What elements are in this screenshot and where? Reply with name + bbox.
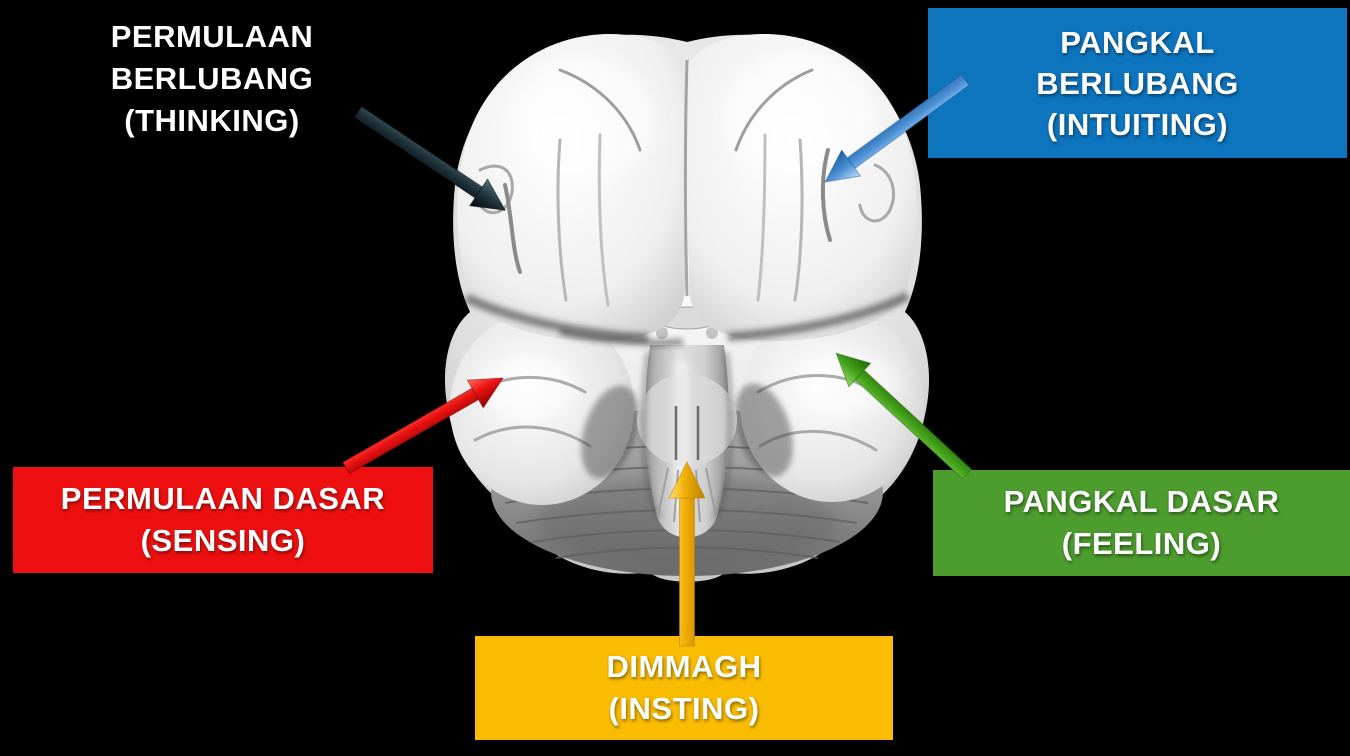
lateral-fissures	[464, 291, 910, 346]
label-feeling: PANGKAL DASAR (FEELING)	[933, 470, 1350, 576]
brain-silhouette	[444, 34, 930, 582]
frontal-lobe-right	[687, 33, 917, 341]
label-sensing-line2: (SENSING)	[140, 523, 306, 558]
label-sensing: PERMULAAN DASAR (SENSING)	[13, 467, 433, 573]
brainstem	[637, 345, 737, 538]
frontal-gyri	[478, 68, 895, 307]
arrows	[342, 74, 973, 647]
label-feeling-line1: PANGKAL DASAR	[1003, 484, 1280, 519]
temporal-lobe-right	[740, 308, 924, 502]
label-insting-line2: (INSTING)	[608, 691, 760, 726]
sensing-arrow	[342, 377, 505, 475]
label-thinking-line3: (THINKING)	[124, 103, 300, 138]
label-insting-line1: DIMMAGH	[606, 649, 762, 684]
cerebellum	[491, 408, 883, 576]
label-thinking-line2: BERLUBANG	[110, 61, 314, 96]
frontal-lobe-left	[457, 33, 687, 341]
temporal-lobes	[450, 308, 924, 505]
insting-arrow	[668, 460, 706, 647]
label-intuiting-line3: (INTUITING)	[1046, 106, 1229, 142]
label-sensing-line1: PERMULAAN DASAR	[60, 481, 386, 516]
label-intuiting: PANGKAL BERLUBANG (INTUITING)	[928, 8, 1347, 158]
label-thinking-line1: PERMULAAN	[110, 19, 314, 54]
label-feeling-line2: (FEELING)	[1061, 526, 1222, 561]
brain-illustration	[444, 33, 930, 582]
optic-chiasm	[652, 306, 722, 330]
label-thinking: PERMULAAN BERLUBANG (THINKING)	[52, 12, 372, 146]
thinking-arrow	[353, 105, 507, 211]
label-intuiting-line2: BERLUBANG	[1036, 65, 1239, 101]
brainstem-midline-tracts	[674, 406, 700, 460]
label-insting: DIMMAGH (INSTING)	[475, 636, 893, 740]
feeling-arrow	[835, 352, 973, 480]
temporal-lobe-left	[450, 311, 634, 505]
longitudinal-fissure	[684, 59, 689, 297]
label-intuiting-line1: PANGKAL	[1060, 24, 1215, 60]
frontal-lobes	[457, 33, 917, 341]
